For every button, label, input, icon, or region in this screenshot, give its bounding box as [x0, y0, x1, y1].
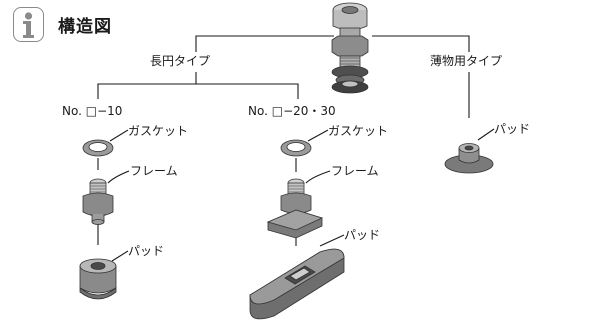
group-label-thin: 薄物用タイプ — [430, 54, 503, 68]
info-icon — [13, 7, 44, 42]
frame-label-20-30: フレーム — [331, 164, 379, 178]
frame-20-30 — [266, 178, 324, 239]
gasket-20-30 — [280, 139, 312, 157]
gasket-label-10: ガスケット — [128, 124, 189, 138]
pad-label-20-30: パッド — [344, 228, 381, 242]
frame-label-10: フレーム — [130, 164, 178, 178]
pad-10 — [79, 258, 117, 300]
gasket-10 — [82, 139, 114, 157]
model-label-10: No. □−10 — [62, 104, 123, 118]
pad-label-thin: パッド — [494, 122, 531, 136]
pad-label-10: パッド — [128, 244, 165, 258]
pad-thin — [444, 143, 494, 174]
page-title: 構造図 — [58, 17, 112, 37]
gasket-label-20-30: ガスケット — [328, 124, 389, 138]
group-label-oval: 長円タイプ — [150, 54, 211, 68]
model-label-20-30: No. □−20・30 — [248, 104, 336, 118]
main-valve-part — [331, 2, 369, 94]
pad-20-30 — [249, 248, 345, 320]
frame-10 — [82, 178, 114, 225]
